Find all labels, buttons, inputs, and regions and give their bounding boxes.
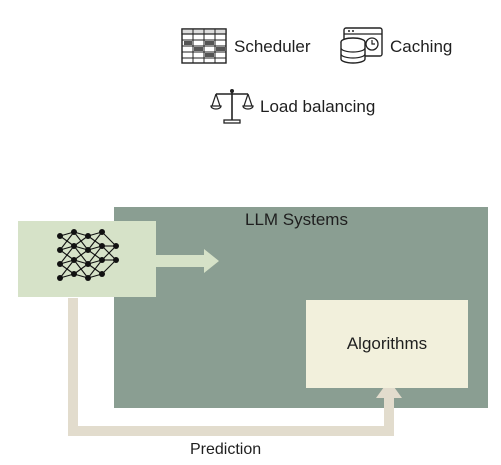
legend-scheduler: Scheduler [180,26,311,66]
legend-caching-label: Caching [390,36,453,56]
legend-caching: Caching [338,26,452,66]
database-icon [338,26,384,66]
scheduler-icon [180,26,228,66]
neural-network-icon [57,229,119,281]
model-output-arrow [156,249,219,273]
legend-load-balancing: Load balancing [210,86,375,126]
balance-scale-icon [210,86,254,126]
algorithms-box [306,300,468,388]
algorithms-label: Algorithms [346,334,428,353]
llm-systems-title: LLM Systems [245,210,348,229]
model-box [18,221,156,297]
prediction-label: Prediction [190,441,262,458]
legend-scheduler-label: Scheduler [234,36,311,56]
legend-load-balancing-label: Load balancing [260,96,376,116]
